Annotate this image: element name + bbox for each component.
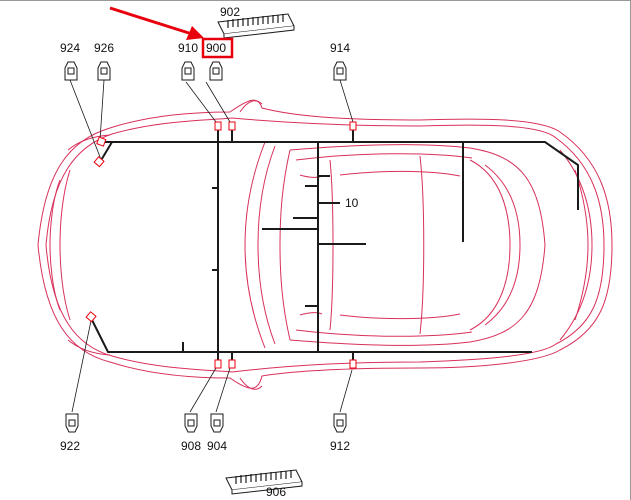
label-908[interactable]: 908 <box>181 439 201 453</box>
connector-908-icon <box>184 413 198 433</box>
label-912[interactable]: 912 <box>330 439 350 453</box>
red-arrow-icon <box>109 6 204 40</box>
leader-lines <box>69 79 354 413</box>
label-926[interactable]: 926 <box>94 41 114 55</box>
connector-904-icon <box>210 413 224 433</box>
connector-914-icon <box>333 61 347 81</box>
label-906[interactable]: 906 <box>266 485 286 499</box>
connector-924-icon <box>64 61 78 81</box>
label-wire-10: 10 <box>345 196 359 210</box>
connector-markers <box>85 121 357 369</box>
connector-912-icon <box>333 413 347 433</box>
label-922[interactable]: 922 <box>60 439 80 453</box>
label-902[interactable]: 902 <box>220 5 240 19</box>
highlight-box-900 <box>201 37 234 59</box>
wiring-harness <box>91 128 579 365</box>
connector-910-icon <box>181 61 195 81</box>
label-914[interactable]: 914 <box>330 41 350 55</box>
connector-900-icon <box>209 61 223 81</box>
connector-902-block-icon <box>217 13 295 39</box>
connector-906-block-icon <box>225 469 303 495</box>
connector-926-icon <box>97 61 111 81</box>
label-904[interactable]: 904 <box>207 439 227 453</box>
label-924[interactable]: 924 <box>60 41 80 55</box>
connector-922-icon <box>65 413 79 433</box>
label-910[interactable]: 910 <box>178 41 198 55</box>
label-900[interactable]: 900 <box>206 41 226 55</box>
